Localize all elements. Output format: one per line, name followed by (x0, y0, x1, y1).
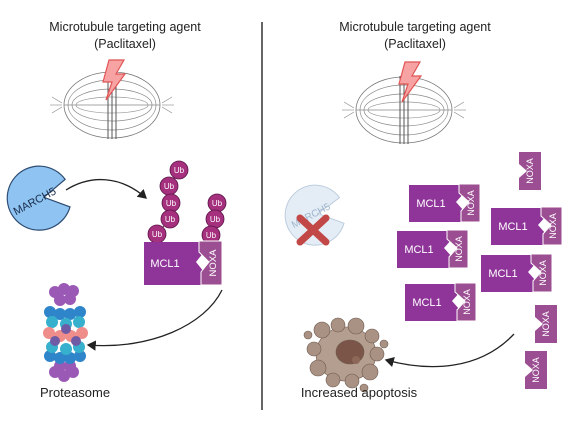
apoptosis-label: Increased apoptosis (300, 385, 418, 400)
free-noxa-label: NOXA (541, 311, 551, 337)
left-title-line1: Microtubule targeting agent (49, 20, 201, 34)
ub-label: Ub (164, 182, 175, 191)
ub-circle (160, 209, 180, 229)
march5-faded-icon (284, 184, 345, 246)
mcl1-label: MCL1 (488, 268, 517, 280)
mcl1-noxa-complex (409, 183, 481, 223)
right-lightning-icon (398, 61, 422, 103)
ub-label: Ub (165, 215, 176, 224)
arrow-to-proteasome (86, 289, 223, 351)
left-mcl1-noxa-complex (144, 240, 223, 286)
ub-label: Ub (212, 199, 223, 208)
noxa-label: NOXA (538, 260, 548, 286)
right-title-line1: Microtubule targeting agent (339, 20, 491, 34)
noxa-label: NOXA (466, 190, 476, 216)
ub-label: Ub (206, 231, 217, 240)
right-spindle-icon (341, 75, 467, 145)
left-lightning-icon (102, 59, 126, 101)
mcl1-noxa-complex (397, 229, 469, 269)
free-noxa-label: NOXA (525, 158, 535, 184)
mcl1-noxa-complex (491, 206, 563, 246)
march5-icon (6, 165, 71, 231)
free-noxa (535, 305, 557, 343)
noxa-label: NOXA (462, 289, 472, 315)
proteasome-icon (43, 283, 88, 382)
mcl1-label: MCL1 (416, 198, 445, 210)
left-noxa-label: NOXA (208, 249, 219, 277)
arrow-march5-to-ub (65, 179, 147, 199)
ub-label: Ub (166, 199, 177, 208)
left-title-line2: (Paclitaxel) (94, 37, 156, 51)
ubiquitin-chain (147, 160, 227, 245)
proteasome-label: Proteasome (39, 385, 111, 400)
noxa-label: NOXA (454, 236, 464, 262)
inhibition-cross-icon (296, 214, 330, 246)
mcl1-label: MCL1 (498, 221, 527, 233)
ub-label: Ub (152, 230, 163, 239)
ub-circle (169, 160, 189, 180)
left-mcl1-label: MCL1 (150, 258, 179, 270)
mcl1-noxa-complex (405, 282, 477, 322)
ub-label: Ub (210, 215, 221, 224)
free-noxa-label: NOXA (531, 357, 541, 383)
right-title-line2: (Paclitaxel) (384, 37, 446, 51)
ub-label: Ub (174, 166, 185, 175)
arrow-to-apoptosis (384, 333, 515, 368)
noxa-label: NOXA (548, 213, 558, 239)
apoptotic-cell-icon (303, 317, 389, 393)
free-noxa (525, 351, 547, 389)
mcl1-label: MCL1 (412, 297, 441, 309)
mcl1-label: MCL1 (404, 244, 433, 256)
mcl1-noxa-complex (481, 253, 553, 293)
free-noxa (519, 152, 541, 190)
